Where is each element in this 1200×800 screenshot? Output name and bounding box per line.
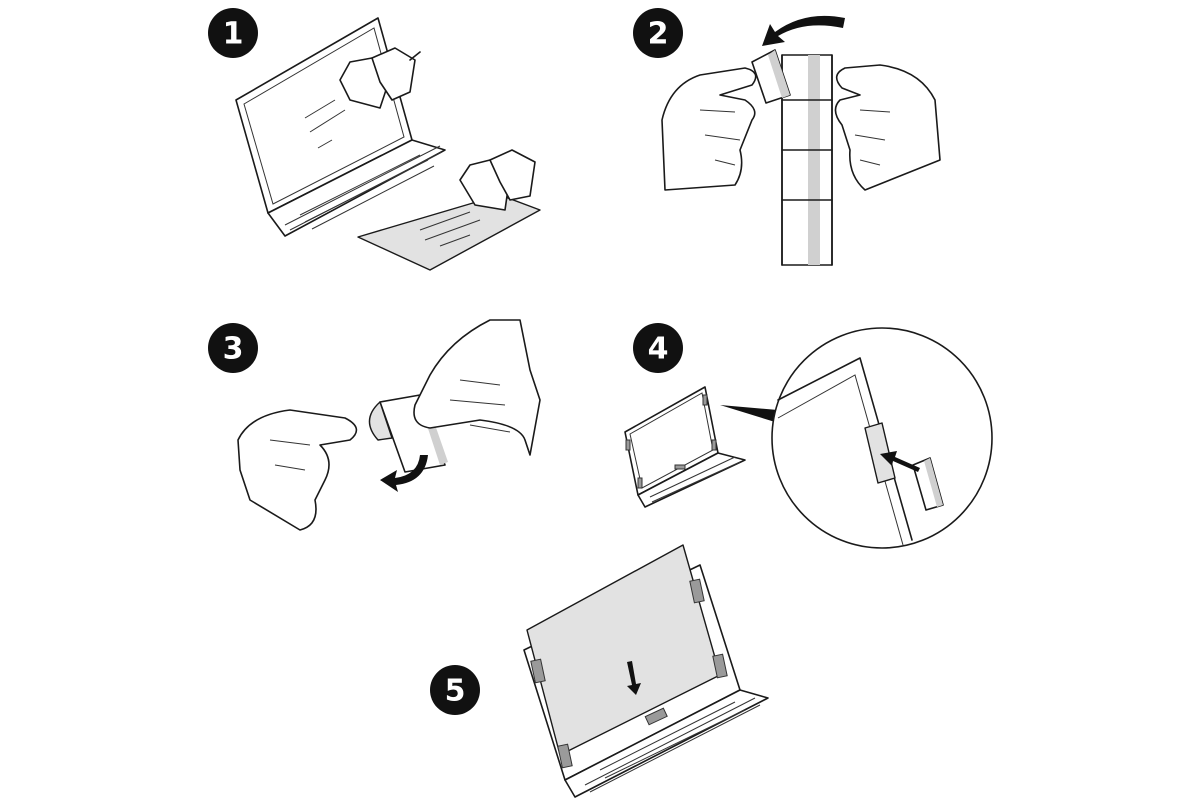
- curved-arrow-icon: [380, 455, 428, 492]
- step-4: 4: [624, 323, 993, 549]
- left-hand-icon: [237, 409, 358, 531]
- step-badge-5: 5: [430, 665, 480, 715]
- step-badge-3: 3: [208, 323, 258, 373]
- step-badge-4: 4: [633, 323, 683, 373]
- svg-text:4: 4: [648, 332, 669, 367]
- svg-text:5: 5: [445, 674, 466, 709]
- left-hand-icon: [661, 67, 757, 191]
- step-3: 3: [208, 319, 541, 531]
- adhesive-tab-strip: [781, 54, 833, 266]
- svg-text:2: 2: [648, 17, 669, 52]
- laptop-illustration: [235, 17, 446, 237]
- cleaning-surface: [357, 194, 541, 271]
- zoom-pointer: [720, 405, 778, 422]
- svg-text:3: 3: [223, 332, 244, 367]
- arrow-icon: [880, 451, 920, 472]
- zoom-detail-circle: [771, 327, 993, 549]
- right-hand-icon: [413, 319, 541, 456]
- arrow-down-icon: [627, 661, 641, 695]
- step-5: 5: [430, 544, 769, 798]
- step-badge-1: 1: [208, 8, 258, 58]
- right-hand-icon: [834, 64, 941, 191]
- peeled-tab: [751, 49, 791, 104]
- svg-text:1: 1: [223, 17, 244, 52]
- step-1: 1: [208, 8, 541, 271]
- hand-with-cloth-icon: [459, 149, 536, 211]
- curved-arrow-icon: [762, 15, 845, 46]
- attachment-tabs: [530, 578, 728, 769]
- step-badge-2: 2: [633, 8, 683, 58]
- small-laptop-illustration: [624, 386, 746, 508]
- hand-with-cloth-icon: [339, 47, 421, 109]
- step-2: 2: [633, 8, 941, 266]
